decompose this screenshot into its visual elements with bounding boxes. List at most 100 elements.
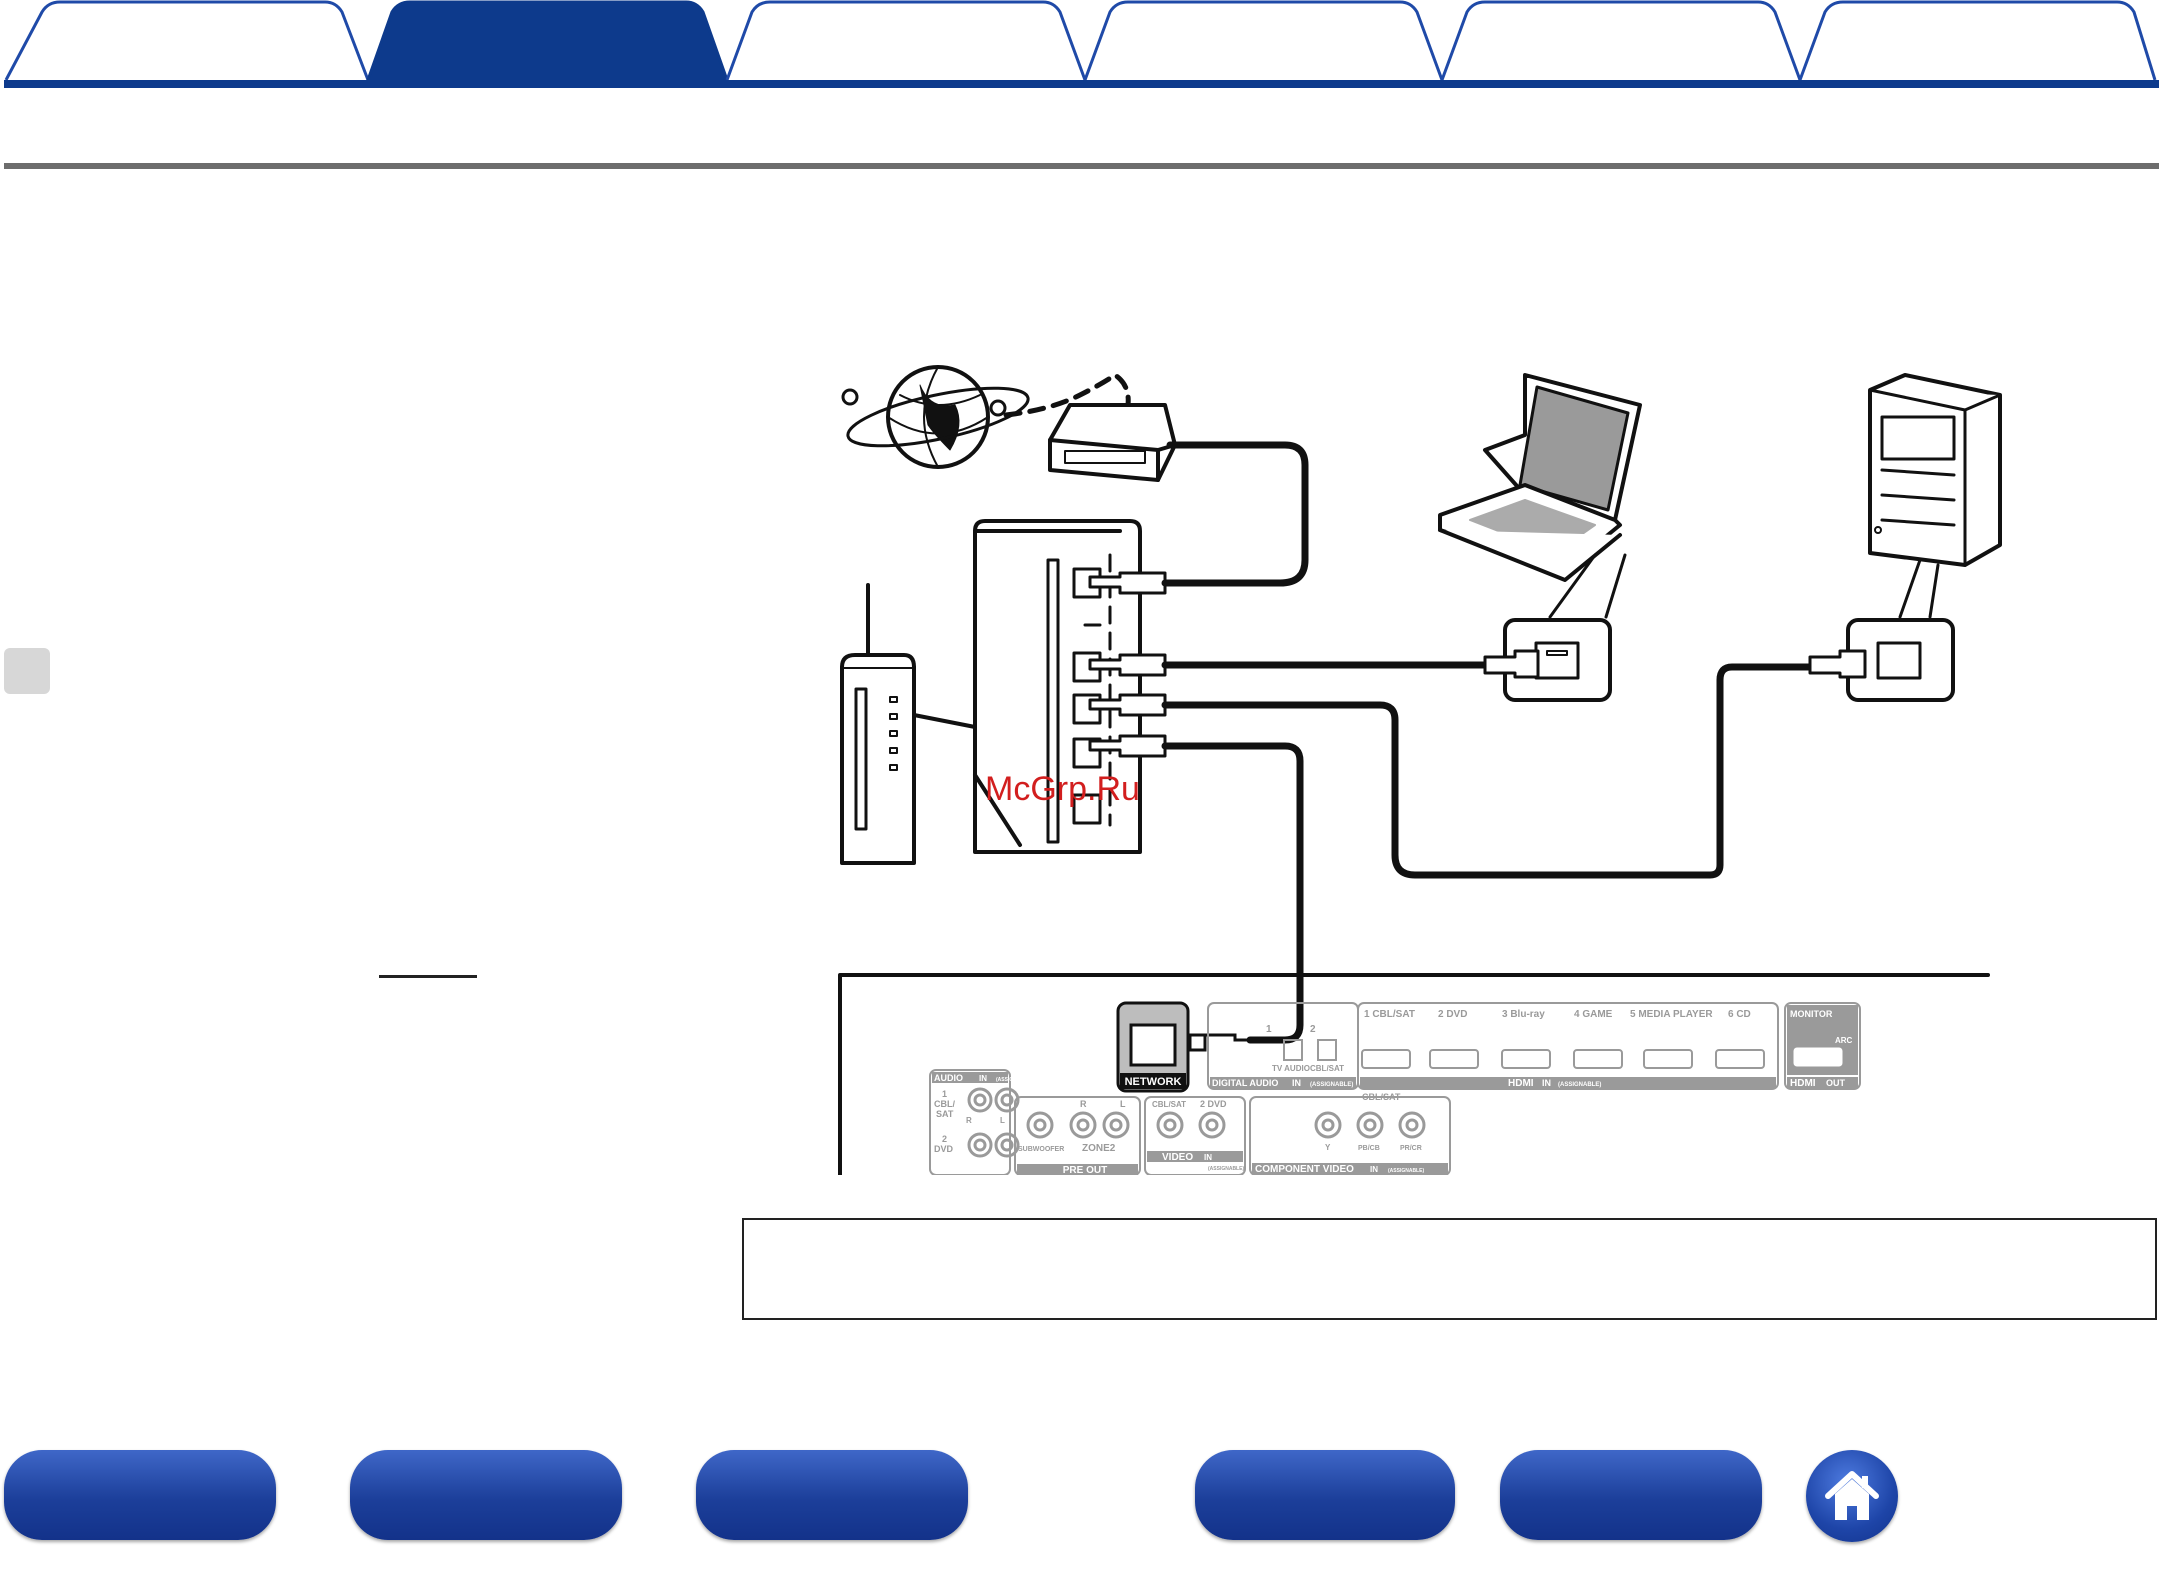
video-in-block [1144, 1096, 1246, 1175]
hdmi-input-6: 6 CD [1728, 1009, 1751, 1020]
tab-2[interactable] [755, 28, 1055, 68]
svg-text:HDMI: HDMI [1790, 1078, 1816, 1089]
avr-rear-panel: NETWORK 1 2 TV AUDIO CBL/SAT DIGITAL AUD… [929, 1001, 1861, 1175]
svg-text:CBL/SAT: CBL/SAT [1152, 1100, 1186, 1109]
watermark: McGrp.Ru [985, 770, 1140, 808]
laptop-icon [1438, 373, 1642, 582]
svg-text:PB/CB: PB/CB [1358, 1145, 1380, 1152]
cable-router-server [1161, 663, 1814, 879]
tab-shape-3 [1083, 0, 1444, 81]
svg-text:(ASSIGNABLE): (ASSIGNABLE) [1558, 1082, 1601, 1088]
note-box [742, 1218, 2157, 1320]
svg-text:CBL/SAT: CBL/SAT [1362, 1092, 1401, 1102]
svg-text:2: 2 [1310, 1024, 1316, 1035]
svg-text:L: L [1000, 1116, 1005, 1125]
home-icon [1825, 1471, 1879, 1520]
svg-text:AUDIO: AUDIO [934, 1073, 963, 1083]
tab-shape-1 [365, 0, 730, 82]
svg-text:SAT: SAT [936, 1109, 954, 1119]
server-lan-port [1876, 641, 1922, 680]
audio-in-block [929, 1069, 1011, 1175]
nav-button-1[interactable] [4, 1450, 276, 1540]
tab-shape-4 [1440, 0, 1802, 81]
svg-text:(ASSIGNABLE): (ASSIGNABLE) [1208, 1166, 1244, 1172]
cable-modem-router [1161, 441, 1309, 587]
tab-shape-5 [1798, 0, 2157, 81]
svg-text:IN: IN [1370, 1165, 1378, 1174]
header-rule [4, 163, 2159, 169]
svg-text:Y: Y [1325, 1143, 1331, 1152]
tab-0[interactable] [40, 28, 340, 68]
tab-shape-2 [725, 0, 1087, 81]
server-icon [1868, 373, 2002, 567]
router-cable-plugs [1088, 571, 1167, 758]
cable-router-avr [1161, 742, 1304, 1044]
underline-stub [379, 975, 477, 978]
svg-text:1: 1 [1266, 1024, 1272, 1035]
svg-text:IN: IN [1204, 1153, 1212, 1162]
svg-text:1: 1 [942, 1089, 947, 1099]
svg-text:IN: IN [1292, 1078, 1301, 1088]
tab-5[interactable] [1828, 28, 2128, 68]
svg-text:CBL/SAT: CBL/SAT [1310, 1064, 1344, 1073]
svg-text:SUBWOOFER: SUBWOOFER [1018, 1146, 1064, 1153]
svg-text:IN: IN [979, 1074, 987, 1083]
svg-text:CBL/: CBL/ [934, 1099, 955, 1109]
svg-text:R: R [1080, 1099, 1087, 1109]
svg-text:(ASSIGNABLE): (ASSIGNABLE) [1388, 1168, 1424, 1174]
network-label: NETWORK [1125, 1076, 1182, 1088]
nav-button-2[interactable] [350, 1450, 622, 1540]
svg-text:COMPONENT VIDEO: COMPONENT VIDEO [1255, 1164, 1354, 1175]
svg-text:IN: IN [1542, 1078, 1551, 1088]
svg-text:PRE OUT: PRE OUT [1063, 1165, 1107, 1175]
avr-panel-frame [838, 973, 1990, 1175]
hdmi-input-3: 3 Blu-ray [1502, 1009, 1545, 1020]
nav-button-4[interactable] [1195, 1450, 1455, 1540]
internet-globe-icon [841, 365, 1030, 469]
hdmi-input-5: 5 MEDIA PLAYER [1630, 1009, 1713, 1020]
svg-text:(ASSIGNABLE): (ASSIGNABLE) [996, 1077, 1032, 1083]
modem-icon [1048, 403, 1177, 482]
router-ports-closeup [973, 519, 1142, 854]
chapter-tab-bar [0, 0, 2159, 90]
home-button[interactable] [1806, 1450, 1898, 1542]
section-marker [4, 648, 50, 694]
svg-text:ZONE2: ZONE2 [1082, 1143, 1116, 1154]
svg-text:L: L [1120, 1099, 1126, 1109]
hdmi-in-block [1357, 1002, 1779, 1090]
server-plug [1808, 649, 1867, 679]
tab-3[interactable] [1112, 28, 1412, 68]
tab-baseline [4, 80, 2159, 88]
svg-text:HDMI: HDMI [1508, 1078, 1534, 1089]
hdmi-input-2: 2 DVD [1438, 1009, 1467, 1020]
nav-button-5[interactable] [1500, 1450, 1762, 1540]
hdmi-out-block [1784, 1002, 1861, 1090]
laptop-callout-lines [1548, 553, 1627, 619]
svg-text:DIGITAL AUDIO: DIGITAL AUDIO [1212, 1078, 1278, 1088]
svg-text:OUT: OUT [1826, 1078, 1846, 1088]
avr-plug [1188, 1033, 1250, 1052]
component-in-block [1249, 1096, 1451, 1175]
svg-text:DVD: DVD [934, 1144, 954, 1154]
svg-text:VIDEO: VIDEO [1162, 1152, 1193, 1163]
tab-1[interactable] [395, 28, 695, 68]
network-connection-diagram: McGrp.Ru NETWORK 1 2 TV AUDIO CBL/SAT DI… [838, 365, 2002, 1175]
svg-text:PR/CR: PR/CR [1400, 1145, 1422, 1152]
laptop-plug [1483, 649, 1540, 679]
svg-text:2: 2 [942, 1134, 947, 1144]
server-callout-lines [1898, 558, 1940, 619]
svg-text:TV AUDIO: TV AUDIO [1272, 1064, 1310, 1073]
hdmi-input-4: 4 GAME [1574, 1009, 1613, 1020]
svg-text:MONITOR: MONITOR [1790, 1009, 1833, 1019]
tab-shapes [4, 0, 2159, 88]
router-icon [840, 583, 977, 865]
nav-button-3[interactable] [696, 1450, 968, 1540]
svg-text:2 DVD: 2 DVD [1200, 1099, 1227, 1109]
hdmi-input-1: 1 CBL/SAT [1364, 1009, 1415, 1020]
svg-text:ARC: ARC [1835, 1036, 1853, 1045]
tab-4[interactable] [1470, 28, 1770, 68]
network-jack [1129, 1023, 1177, 1067]
tab-shape-0 [4, 0, 370, 81]
svg-text:(ASSIGNABLE): (ASSIGNABLE) [1310, 1082, 1353, 1088]
svg-text:R: R [966, 1116, 972, 1125]
